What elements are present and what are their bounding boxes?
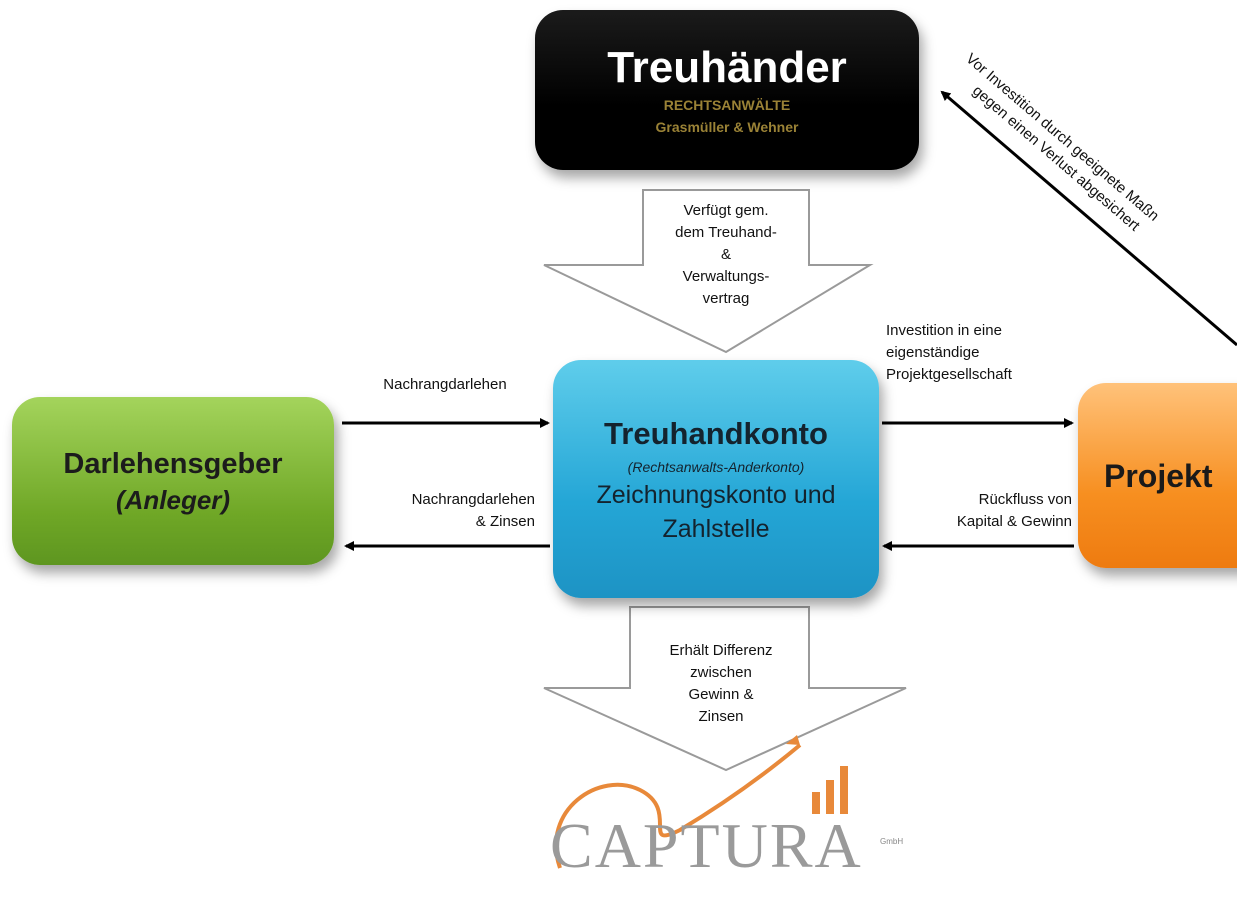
top-arrow-line: & [720, 246, 731, 263]
left-out-label: Nachrangdarlehen & Zinsen [340, 489, 535, 533]
captura-logo-wordmark: CAPTURA [550, 810, 863, 881]
bottom-arrow-label: Erhält Differenz zwischen Gewinn & Zinse… [636, 640, 806, 728]
treuhandkonto-line2: Zahlstelle [662, 515, 770, 543]
captura-logo-suffix: GmbH [880, 837, 904, 846]
treuhaender-title: Treuhänder [607, 43, 847, 92]
right-in-line: Rückfluss von [978, 491, 1072, 508]
left-in-label: Nachrangdarlehen [383, 376, 507, 393]
treuhaender-line2: Grasmüller & Wehner [655, 119, 799, 135]
right-out-line: Projektgesellschaft [886, 366, 1012, 383]
darlehensgeber-title: Darlehensgeber [63, 448, 283, 480]
top-arrow-line: vertrag [702, 290, 750, 307]
treuhandkonto-title: Treuhandkonto [604, 416, 828, 451]
treuhandkonto-line1: Zeichnungskonto und [596, 481, 836, 509]
logo-bar-1 [812, 792, 820, 814]
left-out-line: & Zinsen [475, 513, 535, 530]
logo-bar-2 [826, 780, 834, 814]
logo-swoosh [554, 743, 802, 869]
top-block-arrow [543, 189, 874, 354]
top-arrow-line: dem Treuhand- [675, 224, 777, 241]
darlehensgeber-node: Darlehensgeber (Anleger) [12, 397, 334, 565]
logo-bar-3 [840, 766, 848, 814]
projekt-title: Projekt [1104, 457, 1213, 494]
right-in-line: Kapital & Gewinn [956, 513, 1072, 530]
treuhaender-line1: RECHTSANWÄLTE [663, 97, 791, 113]
projekt-node: Projekt [1078, 383, 1237, 568]
arrow-projekt-to-treuhaender [940, 90, 1237, 347]
treuhandkonto-note: (Rechtsanwalts-Anderkonto) [627, 459, 805, 475]
right-out-line: Investition in eine [886, 322, 1002, 339]
right-out-label: Investition in eine eigenständige Projek… [886, 320, 1086, 386]
treuhaender-node: Treuhänder RECHTSANWÄLTE Grasmüller & We… [535, 10, 919, 170]
top-arrow-label: Verfügt gem. dem Treuhand- & Verwaltungs… [648, 200, 804, 310]
bottom-arrow-line: Erhält Differenz [669, 642, 773, 659]
top-arrow-line: Verwaltungs- [682, 268, 770, 285]
left-out-line: Nachrangdarlehen [411, 491, 535, 508]
bottom-block-arrow [543, 606, 907, 772]
bottom-arrow-line: Gewinn & [688, 686, 754, 703]
bottom-arrow-line: zwischen [690, 664, 752, 681]
right-out-line: eigenständige [886, 344, 980, 361]
treuhandkonto-node: Treuhandkonto (Rechtsanwalts-Anderkonto)… [553, 360, 879, 598]
darlehensgeber-subtitle: (Anleger) [115, 485, 231, 515]
right-in-label: Rückfluss von Kapital & Gewinn [880, 489, 1072, 533]
diagonal-label-line2: gegen einen Verlust abgesichert [969, 82, 1143, 235]
bottom-arrow-line: Zinsen [698, 708, 744, 725]
diagonal-label-line1: Vor Investition durch geeignete Maßn [962, 50, 1162, 225]
top-arrow-line: Verfügt gem. [683, 202, 769, 219]
